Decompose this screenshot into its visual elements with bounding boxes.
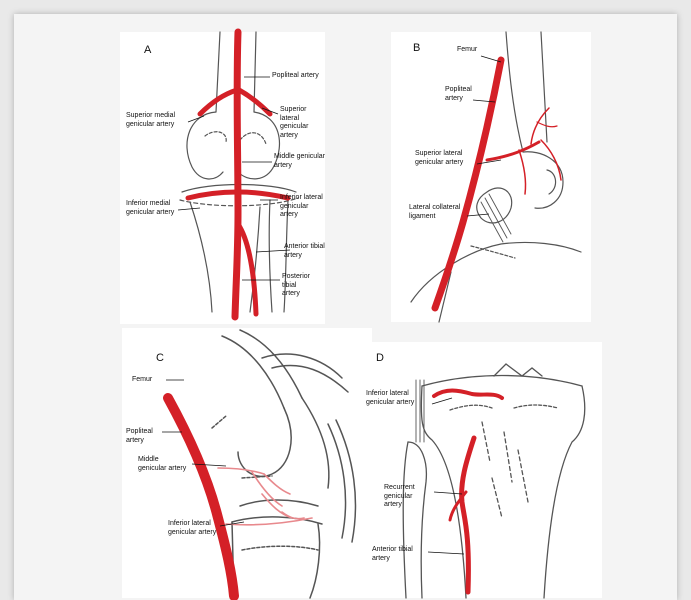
panel-a-letter: A xyxy=(144,44,151,56)
patella-dash-left xyxy=(205,132,226,142)
genicular-branch-4 xyxy=(537,122,557,127)
femoral-condyle xyxy=(523,152,563,209)
leader-inferior-medial xyxy=(178,208,200,210)
label-anterior-tibial: Anterior tibial artery xyxy=(372,546,413,563)
fibula-medial-edge xyxy=(408,442,426,598)
joint-dash xyxy=(471,246,515,258)
leader-recurrent xyxy=(434,492,462,494)
femoral-condyle xyxy=(238,408,291,476)
panel-c: C Femur Popliteal artery Middle genicula… xyxy=(122,328,372,598)
fibula-lateral-edge xyxy=(403,442,408,598)
label-inferior-lateral-genicular: Inferior lateral genicular artery xyxy=(280,194,325,220)
ligament-fiber-2 xyxy=(485,198,507,238)
fibula-edge-1 xyxy=(269,200,272,312)
femur-edge-2 xyxy=(240,330,302,398)
panel-b-letter: B xyxy=(413,42,420,54)
tuberosity-dash-2 xyxy=(504,432,512,482)
popliteal-artery xyxy=(168,398,234,596)
popliteal-artery xyxy=(235,32,238,317)
label-superior-medial-genicular: Superior medial genicular artery xyxy=(126,112,175,129)
label-recurrent-genicular: Recurrent genicular artery xyxy=(384,484,415,510)
tuberosity-dash-4 xyxy=(492,478,502,518)
label-femur: Femur xyxy=(457,46,477,55)
panel-b: B Femur Popliteal artery Superior latera… xyxy=(391,32,591,322)
tibia-lateral-edge xyxy=(544,386,585,598)
panel-a: A Popliteal artery Superior medial genic… xyxy=(120,32,325,324)
panel-c-letter: C xyxy=(156,352,164,364)
figure-canvas: A Popliteal artery Superior medial genic… xyxy=(14,14,677,600)
label-popliteal-artery: Popliteal artery xyxy=(272,72,319,81)
leader-inferior-lateral xyxy=(432,398,452,404)
genicular-branch-2 xyxy=(541,140,561,180)
tuberosity-dash-1 xyxy=(482,422,490,462)
label-popliteal-artery: Popliteal artery xyxy=(445,86,472,103)
label-lateral-collateral-ligament: Lateral collateral ligament xyxy=(409,204,460,221)
label-posterior-tibial: Posterior tibial artery xyxy=(282,273,325,299)
leader-anterior-tibial xyxy=(428,552,464,554)
tuberosity-dash-3 xyxy=(518,450,528,502)
label-middle-genicular: Middle genicular artery xyxy=(274,153,325,170)
inferior-lateral-genicular-artery xyxy=(434,391,502,399)
plateau-dash-right xyxy=(514,405,558,408)
genicular-branch-3 xyxy=(262,494,292,518)
panel-d-letter: D xyxy=(376,352,384,364)
quadriceps-edge-2 xyxy=(272,365,348,392)
tibia-medial-edge xyxy=(190,202,212,312)
panel-b-drawing xyxy=(391,32,591,322)
label-anterior-tibial: Anterior tibial artery xyxy=(284,243,325,260)
fibular-head xyxy=(477,188,512,223)
femur-posterior-edge xyxy=(506,32,523,152)
panel-d: D Inferior lateral genicular artery Recu… xyxy=(362,342,602,598)
patellar-tendon-2 xyxy=(336,420,355,542)
label-inferior-medial-genicular: Inferior medial genicular artery xyxy=(126,200,174,217)
label-inferior-lateral-genicular: Inferior lateral genicular artery xyxy=(168,520,216,537)
genicular-branch-2 xyxy=(264,474,290,494)
tibia-anterior xyxy=(310,524,320,598)
tibial-plateau xyxy=(240,500,318,506)
patellar-tendon xyxy=(328,424,346,538)
label-inferior-lateral-genicular: Inferior lateral genicular artery xyxy=(366,390,414,407)
label-middle-genicular: Middle genicular artery xyxy=(138,456,186,473)
plateau-dash-left xyxy=(450,405,492,410)
joint-dash xyxy=(242,546,318,550)
patella-dash-right xyxy=(240,133,266,144)
label-popliteal-artery: Popliteal artery xyxy=(126,428,153,445)
middle-genicular-artery xyxy=(218,468,264,474)
superior-medial-genicular-artery xyxy=(200,90,237,114)
label-superior-lateral-genicular: Superior lateral genicular artery xyxy=(415,150,463,167)
genicular-branch-3 xyxy=(519,150,526,194)
label-superior-lateral-genicular: Superior lateral genicular artery xyxy=(280,106,325,140)
inferior-medial-genicular-artery xyxy=(188,192,237,198)
medial-condyle xyxy=(187,112,223,179)
label-femur: Femur xyxy=(132,376,152,385)
patellar-region xyxy=(302,398,329,488)
femur-edge-1 xyxy=(222,336,284,408)
tibial-plateau-top xyxy=(422,376,582,387)
intercondylar-spine xyxy=(494,364,542,376)
tibia-outline xyxy=(411,242,581,302)
capsule-dash xyxy=(212,416,226,428)
condyle-inner xyxy=(547,170,556,194)
